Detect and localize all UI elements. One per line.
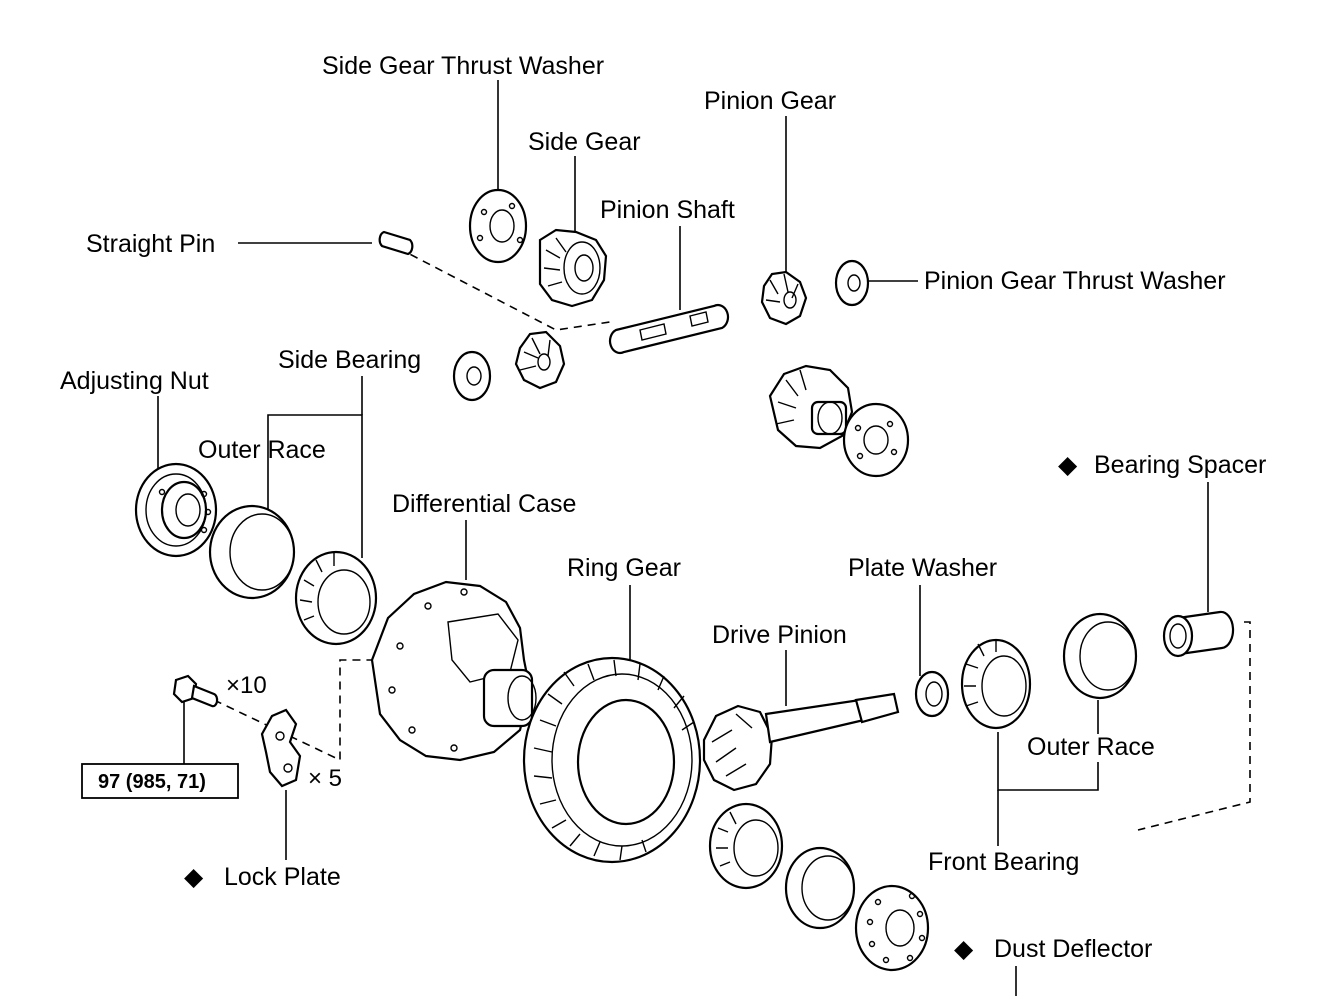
side-gear-thrust-washer-lower-part	[842, 402, 910, 478]
label-adjusting-nut: Adjusting Nut	[60, 367, 209, 395]
torque-spec-box: 97 (985, 71)	[81, 763, 239, 799]
pinion-gear-upper-part	[760, 270, 808, 326]
plate-washer-part	[914, 670, 950, 718]
pinion-shaft-part	[608, 303, 730, 355]
marker-bearing-spacer: ◆	[1058, 451, 1078, 479]
label-side-gear: Side Gear	[528, 128, 641, 156]
adjusting-nut-part	[134, 462, 218, 558]
lock-plate-part	[260, 708, 302, 788]
outer-race-right-part	[1062, 612, 1138, 700]
label-straight-pin: Straight Pin	[86, 230, 215, 258]
bolt-part	[172, 674, 219, 708]
lock-plate-quantity: × 5	[308, 765, 342, 792]
rear-outer-race-part	[784, 846, 856, 930]
label-outer-race-left: Outer Race	[198, 436, 326, 464]
bolt-quantity: ×10	[226, 672, 267, 699]
side-gear-lower-part	[768, 364, 854, 450]
label-lock-plate: Lock Plate	[224, 863, 341, 891]
label-pinion-gear-thrust-washer: Pinion Gear Thrust Washer	[924, 267, 1226, 295]
label-side-gear-thrust-washer: Side Gear Thrust Washer	[322, 52, 604, 80]
torque-spec-value: 97 (985, 71)	[98, 771, 206, 793]
label-bearing-spacer: Bearing Spacer	[1094, 451, 1266, 479]
leader-lines	[157, 80, 1209, 996]
label-drive-pinion: Drive Pinion	[712, 621, 847, 649]
label-plate-washer: Plate Washer	[848, 554, 997, 582]
label-front-bearing: Front Bearing	[928, 848, 1079, 876]
label-side-bearing: Side Bearing	[278, 346, 421, 374]
ring-gear-part	[522, 656, 702, 864]
front-bearing-part	[960, 638, 1032, 730]
label-pinion-shaft: Pinion Shaft	[600, 196, 735, 224]
label-differential-case: Differential Case	[392, 490, 576, 518]
marker-dust-deflector: ◆	[954, 935, 974, 963]
alignment-dashed-lines	[213, 247, 1251, 831]
side-thrust-washer-lower-part	[452, 350, 492, 402]
rear-bearing-part	[708, 802, 784, 890]
marker-lock-plate: ◆	[184, 863, 204, 891]
label-dust-deflector: Dust Deflector	[994, 935, 1152, 963]
differential-case-part	[370, 580, 537, 762]
pinion-gear-lower-part	[514, 330, 566, 390]
outer-race-left-part	[208, 504, 296, 600]
bearing-spacer-part	[1162, 610, 1235, 658]
drive-pinion-part	[702, 692, 900, 792]
dust-deflector-part	[854, 884, 930, 972]
label-outer-race-right: Outer Race	[1027, 733, 1155, 761]
straight-pin-part	[378, 230, 414, 256]
side-gear-upper-part	[538, 228, 608, 308]
label-ring-gear: Ring Gear	[567, 554, 681, 582]
label-pinion-gear: Pinion Gear	[704, 87, 836, 115]
pinion-gear-thrust-washer-part	[834, 259, 870, 307]
side-bearing-part	[294, 550, 378, 646]
side-gear-thrust-washer-part	[468, 188, 528, 264]
